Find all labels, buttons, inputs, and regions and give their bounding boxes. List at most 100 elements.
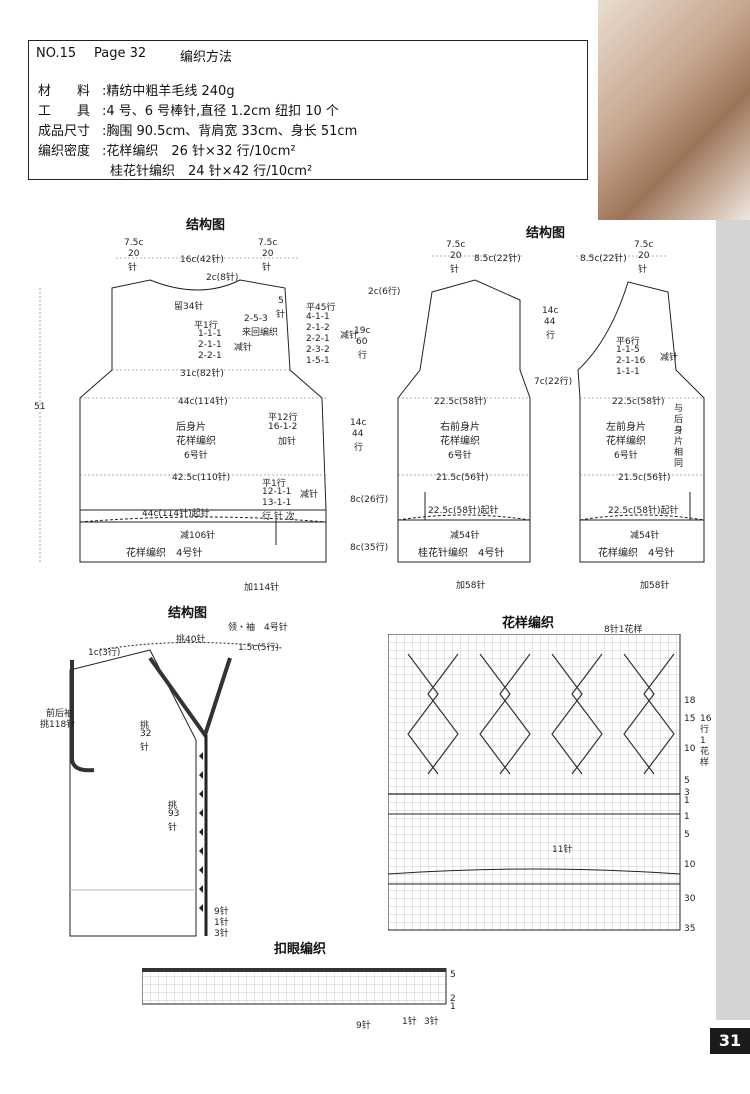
method-title: 编织方法 [180,50,233,65]
size-label: 成品尺寸 [38,124,91,139]
chart-b35: 35 [684,924,696,934]
lf-w22: 22.5c(58针) [612,397,665,407]
back-low-1: 12-1-1 [262,487,292,497]
c1: 1c(3行) [88,648,121,658]
lf-dec-label: 减针 [660,353,679,363]
edge-n1: 1针 [214,918,229,928]
chart-r18: 18 [684,696,696,706]
back-arm-h-rows: 60 [356,337,368,347]
back-outline [79,279,327,511]
pick93-c: 针 [168,823,178,833]
back-dec106: 减106针 [180,531,216,541]
back-arm-dec: 减针 [340,331,359,341]
chart-b1: 1 [684,812,690,822]
bh-n1: 1针 [402,1017,417,1027]
lf-needle: 6号针 [614,451,638,461]
page-number: 31 [710,1028,750,1054]
chart-side-label: 16行1花样 [700,714,712,768]
back-h8b: 8c(35行) [350,543,389,553]
back-arm-h-unit: 行 [358,351,368,361]
lf-top-cm: 7.5c [634,240,654,250]
back-w44: 44c(114针) [178,397,228,407]
lf-name: 左前身片 [606,422,646,433]
rf-top-cm: 7.5c [446,240,466,250]
back-dec-label: 减针 [234,343,253,353]
back-add114: 加114针 [244,583,280,593]
lf-add: 加58针 [640,581,670,591]
lf-top-mid: 8.5c(22针) [580,254,627,264]
pick93-b: 93 [168,809,180,819]
rf-top-unit: 针 [450,265,460,275]
back-low-flat: 平1行 [262,479,286,489]
pick32-c: 针 [140,743,150,753]
back-five-unit: 针 [276,310,286,320]
model-photo [598,0,750,220]
back-arm-1: 4-1-1 [306,312,330,322]
back-arm-3: 2-2-1 [306,334,330,344]
back-side-inc: 16-1-2 [268,422,298,432]
structure-title-edging: 结构图 [168,606,208,621]
chart-r3: 3 [684,788,690,798]
rf-name: 右前身片 [440,422,480,433]
back-top-mid: 16c(42针) [180,255,224,265]
tools-value: :4 号、6 号棒针,直径 1.2cm 纽扣 10 个 [102,104,339,119]
rf-pattern: 花样编织 [440,436,480,447]
back-top-left-unit: 针 [128,263,138,273]
lf-f3: 1-1-1 [616,367,640,377]
back-turn-label: 来回编织 [242,328,279,338]
right-front-outline [397,279,531,521]
back-top-left-sts: 20 [128,249,140,259]
back-top-right-unit: 针 [262,263,272,273]
rf-top-sts: 20 [450,251,462,261]
page-edge-strip [716,220,750,1020]
back-top-right-cm: 7.5c [258,238,278,248]
bh-r5: 5 [450,970,456,980]
back-rib [79,521,327,563]
pick32-a: 挑 [140,721,150,731]
pick40: 挑40针 [176,635,206,645]
chart-r15: 15 [684,714,696,724]
rf-rib: 桂花针编织 4号针 [418,548,505,559]
rf-add: 加58针 [456,581,486,591]
back-total-h: 51 [34,402,46,412]
back-dec-1: 1-1-1 [198,329,222,339]
sleeve-label: 前后袖 [46,709,74,719]
lf-pattern: 花样编织 [606,436,646,447]
sleeve-pick: 挑118针 [40,720,76,730]
back-arm-4: 2-3-2 [306,345,330,355]
chart-11: 11针 [552,845,573,855]
rf-cast: 22.5c(58针)起针 [428,506,499,516]
rf-dec: 减54针 [450,531,480,541]
back-low-rows: 行 针 次 [262,512,295,522]
lf-flat6: 平6行 [616,337,640,347]
left-front-rib [579,519,705,563]
back-neck-rows: 2c(6行) [368,287,401,297]
back-neck: 2c(8针) [206,273,239,283]
back-flat: 平1行 [194,321,218,331]
back-rib-label: 花样编织 4号针 [126,548,203,559]
back-w31: 31c(82针) [180,369,224,379]
structure-title-front: 结构图 [526,226,566,241]
rf-needle: 6号针 [448,451,472,461]
gauge-value: :花样编织 26 针×32 行/10cm² [102,144,296,159]
back-armhole-flat: 平45行 [306,303,336,313]
structure-title-back: 结构图 [186,218,226,233]
front-h14-unit: 行 [546,331,556,341]
c15: 1.5c(5行) [238,643,280,653]
chart-r1: 1 [684,796,690,806]
back-h14-unit: 行 [354,443,364,453]
lf-top-sts: 20 [638,251,650,261]
front-h14: 14c [542,306,559,316]
back-w44-cast: 44c(114针)起针 [142,509,210,519]
materials-label: 材 料 [38,84,91,99]
rf-w22: 22.5c(58针) [434,397,487,407]
chart-r10: 10 [684,744,696,754]
back-h14: 14c [350,418,367,428]
rf-w21: 21.5c(56针) [436,473,489,483]
pattern-chart-title: 花样编织 [502,616,555,631]
back-five: 5 [278,296,284,306]
size-value: :胸围 90.5cm、背肩宽 33cm、身长 51cm [102,124,358,139]
back-h14-rows: 44 [352,429,364,439]
rf-top-mid: 8.5c(22针) [474,254,521,264]
